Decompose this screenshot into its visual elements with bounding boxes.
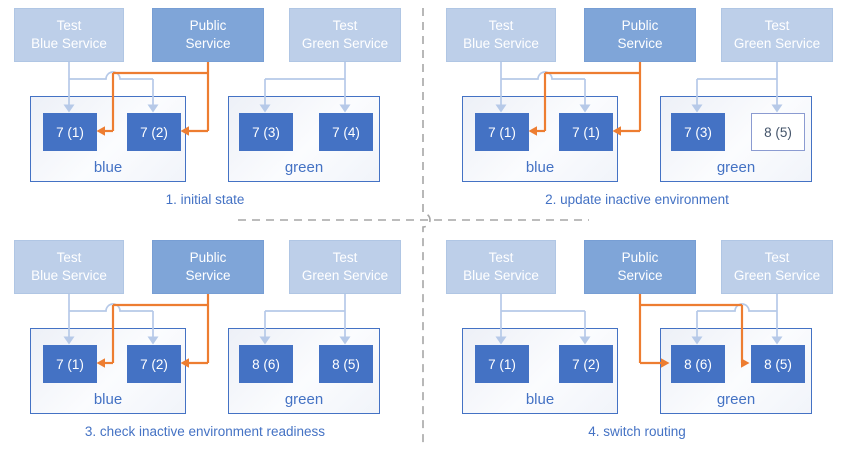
environment-label: green <box>716 391 756 408</box>
pod: 7 (3) <box>671 113 725 151</box>
environment-label: blue <box>525 391 555 408</box>
pod: 8 (5) <box>319 345 373 383</box>
panel-check-inactive-environment-readiness: Test Blue Service Public Service Test Gr… <box>0 232 410 456</box>
step-caption: 2. update inactive environment <box>545 192 729 207</box>
service-label: Service <box>617 268 663 283</box>
environment-label: green <box>284 391 324 408</box>
blue-environment-box: 7 (1) 7 (2) blue <box>30 96 186 182</box>
public-service-box: Public Service <box>584 240 696 294</box>
pod: 7 (1) <box>43 113 97 151</box>
test-blue-service-box: Test Blue Service <box>446 8 556 62</box>
pod: 7 (2) <box>127 113 181 151</box>
service-label: Public <box>621 18 659 34</box>
public-service-box: Public Service <box>152 240 264 294</box>
pod: 7 (1) <box>475 345 529 383</box>
blue-environment-box: 7 (1) 7 (2) blue <box>30 328 186 414</box>
environment-label: green <box>716 159 756 176</box>
blue-environment-box: 7 (1) 7 (1) blue <box>462 96 618 182</box>
pod: 7 (2) <box>127 345 181 383</box>
service-label: Service <box>185 36 231 51</box>
pod: 7 (3) <box>239 113 293 151</box>
step-caption: 3. check inactive environment readiness <box>84 424 326 439</box>
panel-switch-routing: Test Blue Service Public Service Test Gr… <box>432 232 842 456</box>
panel-update-inactive-environment: Test Blue Service Public Service Test Gr… <box>432 0 842 224</box>
step-caption: 4. switch routing <box>588 424 686 439</box>
public-service-box: Public Service <box>584 8 696 62</box>
service-label: Public <box>621 250 659 266</box>
test-green-service-box: Test Green Service <box>721 240 833 294</box>
service-label: Green Service <box>301 268 389 283</box>
green-environment-box: 7 (3) 8 (5) green <box>660 96 812 182</box>
pod: 7 (4) <box>319 113 373 151</box>
service-label: Blue Service <box>31 36 107 51</box>
service-label: Test <box>764 250 790 266</box>
environment-label: blue <box>93 159 123 176</box>
pod: 8 (5) <box>751 345 805 383</box>
panel-initial-state: Test Blue Service Public Service Test Gr… <box>0 0 410 224</box>
service-label: Test <box>332 250 358 266</box>
service-label: Test <box>332 18 358 34</box>
environment-label: blue <box>93 391 123 408</box>
pod: 7 (2) <box>559 345 613 383</box>
service-label: Blue Service <box>31 268 107 283</box>
pod: 8 (6) <box>671 345 725 383</box>
test-green-service-box: Test Green Service <box>721 8 833 62</box>
test-blue-service-box: Test Blue Service <box>446 240 556 294</box>
test-blue-service-box: Test Blue Service <box>14 8 124 62</box>
step-caption: 1. initial state <box>165 192 245 207</box>
public-service-box: Public Service <box>152 8 264 62</box>
pod: 7 (1) <box>559 113 613 151</box>
test-green-service-box: Test Green Service <box>289 8 401 62</box>
service-label: Service <box>617 36 663 51</box>
green-environment-box: 8 (6) 8 (5) green <box>228 328 380 414</box>
service-label: Test <box>56 250 82 266</box>
green-environment-box: 7 (3) 7 (4) green <box>228 96 380 182</box>
service-label: Blue Service <box>463 36 539 51</box>
environment-label: blue <box>525 159 555 176</box>
vertical-divider <box>422 8 431 448</box>
service-label: Test <box>56 18 82 34</box>
service-label: Test <box>764 18 790 34</box>
pod: 8 (5) <box>751 113 805 151</box>
service-label: Test <box>488 250 514 266</box>
pod: 7 (1) <box>43 345 97 383</box>
blue-environment-box: 7 (1) 7 (2) blue <box>462 328 618 414</box>
service-label: Public <box>189 250 227 266</box>
service-label: Test <box>488 18 514 34</box>
service-label: Blue Service <box>463 268 539 283</box>
service-label: Green Service <box>733 268 821 283</box>
pod: 7 (1) <box>475 113 529 151</box>
environment-label: green <box>284 159 324 176</box>
green-environment-box: 8 (6) 8 (5) green <box>660 328 812 414</box>
service-label: Green Service <box>301 36 389 51</box>
test-blue-service-box: Test Blue Service <box>14 240 124 294</box>
service-label: Public <box>189 18 227 34</box>
service-label: Service <box>185 268 231 283</box>
pod: 8 (6) <box>239 345 293 383</box>
service-label: Green Service <box>733 36 821 51</box>
test-green-service-box: Test Green Service <box>289 240 401 294</box>
